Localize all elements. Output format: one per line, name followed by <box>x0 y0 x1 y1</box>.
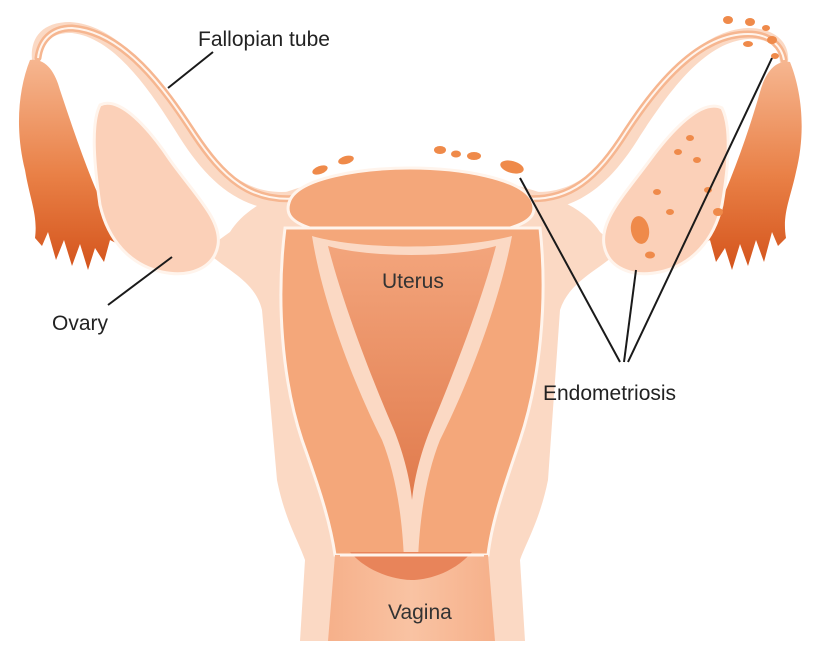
lesion <box>767 36 777 44</box>
lesion <box>713 208 723 216</box>
lesion <box>743 41 753 47</box>
label-vagina: Vagina <box>388 601 452 624</box>
lesion <box>723 16 733 24</box>
lesion <box>686 135 694 141</box>
lesion <box>745 18 755 26</box>
lesion <box>645 252 655 259</box>
lesion <box>653 189 661 195</box>
label-fallopian-tube: Fallopian tube <box>198 28 330 51</box>
lesion <box>674 149 682 155</box>
lesion <box>434 146 446 154</box>
lesion <box>762 25 770 31</box>
label-uterus: Uterus <box>382 270 444 293</box>
label-ovary: Ovary <box>52 312 109 335</box>
lesion <box>693 157 701 163</box>
label-endometriosis: Endometriosis <box>543 382 676 405</box>
lesion <box>451 151 461 158</box>
lesion <box>467 152 481 160</box>
lesion <box>666 209 674 215</box>
